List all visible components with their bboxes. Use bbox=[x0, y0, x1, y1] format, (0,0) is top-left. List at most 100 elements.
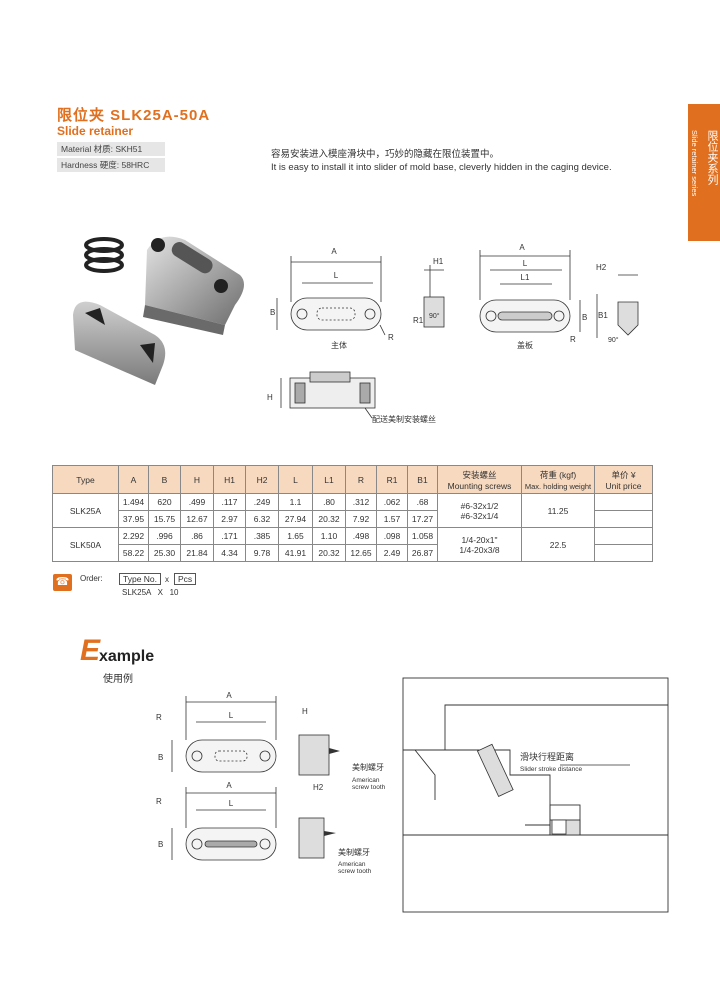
table-cell: .312 bbox=[345, 493, 377, 511]
cover-plate-label: 盖板 bbox=[517, 340, 533, 350]
us-thread-en2-1: screw tooth bbox=[352, 784, 386, 791]
table-cell: 1.058 bbox=[407, 527, 438, 545]
dim-90: 90° bbox=[429, 312, 440, 320]
svg-text:A: A bbox=[226, 781, 232, 790]
svg-text:A: A bbox=[226, 691, 232, 700]
cover-plate-drawing: A L L1 B B1 R 盖板 H2 90° bbox=[479, 243, 639, 350]
page-title: 限位夹 SLK25A-50A bbox=[57, 107, 211, 124]
table-cell: 41.91 bbox=[278, 544, 313, 562]
example-drawings: A L R B H A L R B H2 美制螺牙 American screw… bbox=[156, 691, 386, 875]
cover-dim-A: A bbox=[519, 243, 525, 252]
col-price: 单价 ¥Unit price bbox=[594, 465, 653, 494]
svg-text:L: L bbox=[229, 799, 234, 808]
table-cell: .117 bbox=[213, 493, 246, 511]
table-cell: 1.10 bbox=[312, 527, 346, 545]
main-body-label: 主体 bbox=[331, 340, 347, 350]
svg-text:B: B bbox=[158, 753, 163, 762]
order-type-no: Type No. bbox=[119, 573, 162, 585]
screw-1: #6-32x1/2 bbox=[460, 500, 499, 511]
table-cell: .80 bbox=[312, 493, 346, 511]
table-cell: .385 bbox=[245, 527, 279, 545]
order-pcs: Pcs bbox=[174, 573, 197, 585]
us-thread-en1-2: American bbox=[338, 861, 366, 868]
table-cell: .249 bbox=[245, 493, 279, 511]
table-cell: .68 bbox=[407, 493, 438, 511]
table-cell: 21.84 bbox=[180, 544, 214, 562]
type-cell: SLK50A bbox=[52, 527, 119, 562]
table-cell: .098 bbox=[376, 527, 408, 545]
table-cell: .996 bbox=[148, 527, 181, 545]
material-spec: Material 材质: SKH51 bbox=[57, 142, 165, 156]
table-cell: 25.30 bbox=[148, 544, 181, 562]
example-heading: xample bbox=[99, 648, 155, 665]
type-cell: SLK25A bbox=[52, 493, 119, 528]
table-cell: 20.32 bbox=[312, 510, 346, 528]
description-cn: 容易安装进入模座滑块中，巧妙的隐藏在限位装置中。 bbox=[271, 149, 500, 160]
col-H: H bbox=[180, 465, 214, 494]
table-cell: 26.87 bbox=[407, 544, 438, 562]
page-subtitle: Slide retainer bbox=[57, 124, 134, 138]
table-cell: 58.22 bbox=[118, 544, 149, 562]
hardness-spec: Hardness 硬度: 58HRC bbox=[57, 158, 165, 172]
table-cell: 2.97 bbox=[213, 510, 246, 528]
table-cell: 17.27 bbox=[407, 510, 438, 528]
table-cell: 6.32 bbox=[245, 510, 279, 528]
price-cell bbox=[594, 527, 653, 545]
product-photo bbox=[73, 236, 244, 385]
screw-2: #6-32x1/4 bbox=[460, 510, 499, 521]
order-x: x bbox=[165, 575, 169, 584]
load-cell: 11.25 bbox=[521, 493, 595, 528]
col-load: 荷重 (kgf)Max. holding weight bbox=[521, 465, 595, 494]
table-cell: 9.78 bbox=[245, 544, 279, 562]
col-L1: L1 bbox=[312, 465, 346, 494]
table-cell: .499 bbox=[180, 493, 214, 511]
table-cell: 7.92 bbox=[345, 510, 377, 528]
svg-text:L: L bbox=[229, 711, 234, 720]
table-cell: .498 bbox=[345, 527, 377, 545]
series-side-tab bbox=[688, 104, 720, 241]
col-R: R bbox=[345, 465, 377, 494]
table-cell: 12.67 bbox=[180, 510, 214, 528]
cover-dim-L: L bbox=[523, 259, 528, 268]
table-cell: 1.1 bbox=[278, 493, 313, 511]
us-thread-label-1: 美制螺牙 bbox=[352, 762, 384, 772]
col-H2: H2 bbox=[245, 465, 279, 494]
order-label: Order: bbox=[80, 574, 103, 583]
table-cell: 12.65 bbox=[345, 544, 377, 562]
table-cell: 20.32 bbox=[312, 544, 346, 562]
col-L: L bbox=[278, 465, 313, 494]
stroke-label-en: Slider stroke distance bbox=[520, 766, 583, 773]
price-cell bbox=[594, 510, 653, 528]
dim-H1: H1 bbox=[433, 257, 444, 266]
cover-dim-H2: H2 bbox=[596, 263, 607, 272]
us-thread-en1-1: American bbox=[352, 777, 380, 784]
main-body-drawing: A L B R 主体 H1 R1 90° H 配送美制安装螺丝 bbox=[267, 247, 445, 424]
example-cn: 使用例 bbox=[103, 674, 133, 685]
cover-dim-R: R bbox=[570, 335, 576, 344]
load-cell: 22.5 bbox=[521, 527, 595, 562]
svg-text:H2: H2 bbox=[313, 783, 324, 792]
price-cell bbox=[594, 493, 653, 511]
table-cell: 2.292 bbox=[118, 527, 149, 545]
table-cell: 620 bbox=[148, 493, 181, 511]
dim-A: A bbox=[331, 247, 337, 256]
col-A: A bbox=[118, 465, 149, 494]
cover-dim-B: B bbox=[582, 313, 587, 322]
cover-dim-L1: L1 bbox=[521, 273, 530, 282]
table-cell: .86 bbox=[180, 527, 214, 545]
example-initial: E bbox=[80, 634, 101, 667]
price-cell bbox=[594, 544, 653, 562]
screw-1: 1/4-20x1" bbox=[461, 534, 498, 545]
table-cell: 1.494 bbox=[118, 493, 149, 511]
screws-cell: 1/4-20x1"1/4-20x3/8 bbox=[437, 527, 522, 562]
col-B: B bbox=[148, 465, 181, 494]
col-B1: B1 bbox=[407, 465, 438, 494]
dim-B: B bbox=[270, 308, 275, 317]
assembly-drawing: 滑块行程距离 Slider stroke distance bbox=[402, 677, 669, 913]
table-cell: 15.75 bbox=[148, 510, 181, 528]
svg-text:R: R bbox=[156, 713, 162, 722]
table-cell: .062 bbox=[376, 493, 408, 511]
